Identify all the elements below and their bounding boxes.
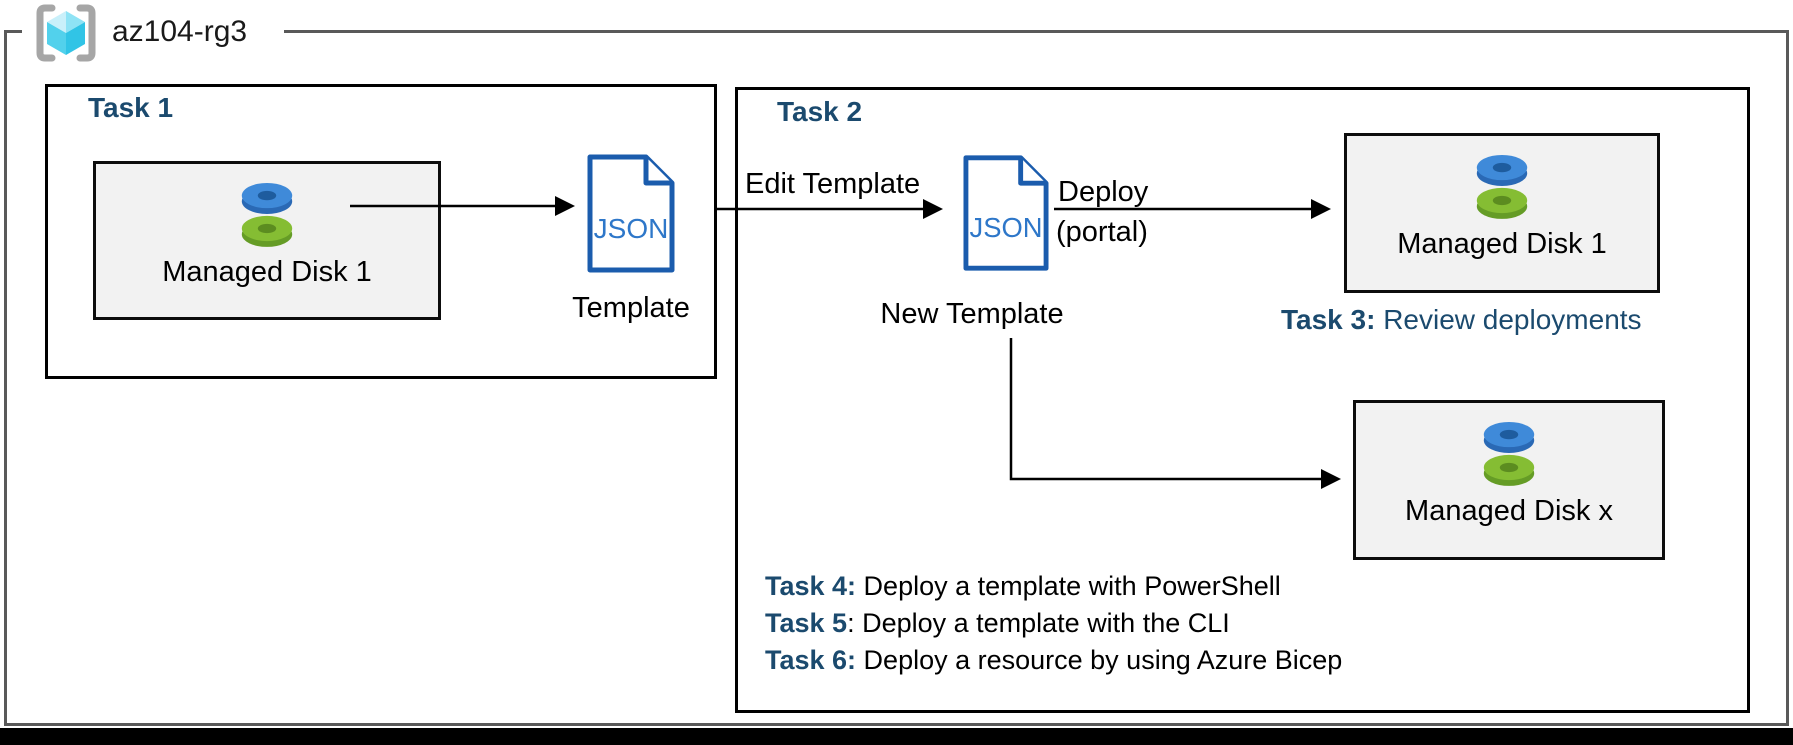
task4-line: Task 4: Deploy a template with PowerShel… <box>765 571 1281 601</box>
managed-disk-label: Managed Disk 1 <box>1397 228 1607 260</box>
resource-group-name: az104-rg3 <box>112 15 248 48</box>
resource-group-boundary <box>4 30 1789 726</box>
json-file-icon: JSON <box>963 155 1049 271</box>
edit-template-caption: Edit Template <box>745 168 921 200</box>
json-label: JSON <box>970 212 1043 243</box>
tasks-list: Task 4: Deploy a template with PowerShel… <box>765 568 1342 679</box>
resource-group-icon <box>36 4 96 62</box>
task1-title: Task 1 <box>88 92 174 123</box>
task3-caption: Task 3: Review deployments <box>1281 304 1642 336</box>
json-label: JSON <box>594 213 669 244</box>
task3-prefix: Task 3: <box>1281 304 1376 335</box>
deploy-caption: Deploy <box>1058 176 1149 208</box>
new-template-caption: New Template <box>880 298 1064 330</box>
managed-disk-1-box: Managed Disk 1 <box>93 161 441 320</box>
managed-disk-label: Managed Disk 1 <box>162 256 372 288</box>
bottom-black-bar <box>0 728 1793 745</box>
managed-disk-icon <box>1483 421 1535 486</box>
managed-disk-icon <box>1476 154 1528 219</box>
template-caption: Template <box>572 292 690 324</box>
managed-disk-1-deployed-box: Managed Disk 1 <box>1344 133 1660 293</box>
managed-disk-icon <box>241 182 293 247</box>
deploy-portal-caption: (portal) <box>1056 216 1148 248</box>
managed-disk-x-box: Managed Disk x <box>1353 400 1665 560</box>
task2-title: Task 2 <box>777 96 863 127</box>
task3-text: Review deployments <box>1375 304 1642 335</box>
managed-disk-label: Managed Disk x <box>1405 495 1613 527</box>
task5-line: Task 5: Deploy a template with the CLI <box>765 608 1230 638</box>
boundary-label-gap <box>22 26 284 38</box>
json-file-icon: JSON <box>587 154 675 273</box>
task6-line: Task 6: Deploy a resource by using Azure… <box>765 645 1343 675</box>
